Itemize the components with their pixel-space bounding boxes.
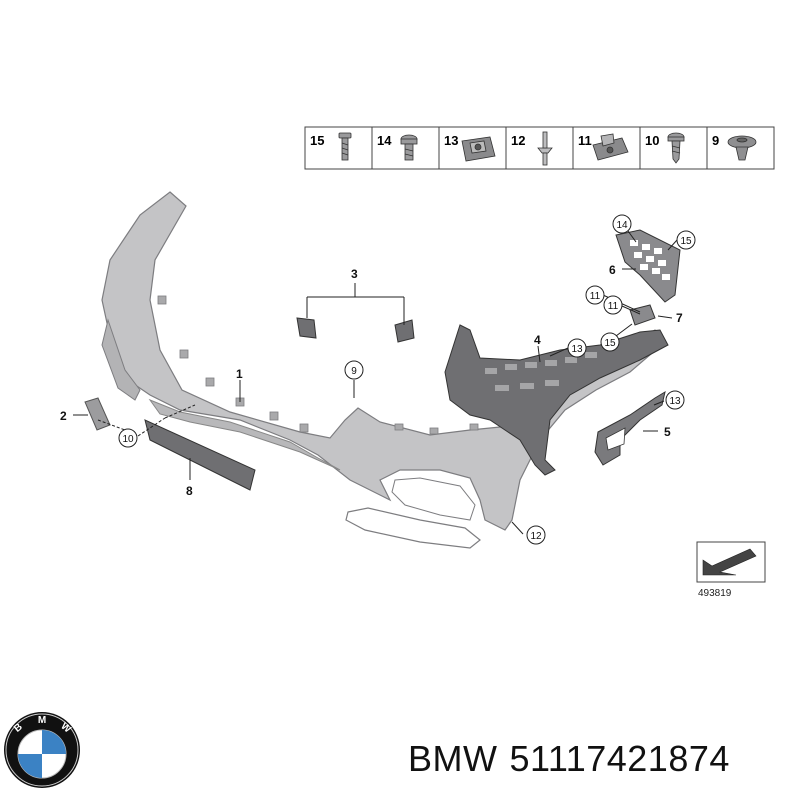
callout-11a: 11 (590, 291, 601, 302)
circled-callouts (118, 214, 696, 545)
legend-num-14: 14 (377, 133, 392, 148)
bolt-icon (400, 134, 418, 161)
expanding-rivet-icon (727, 135, 757, 161)
legend-num-9: 9 (712, 133, 719, 148)
callout-9: 9 (351, 366, 357, 377)
direction-arrow-icon (702, 548, 757, 576)
legend-num-11: 11 (578, 133, 592, 148)
callout-3: 3 (351, 267, 358, 281)
callout-15b: 15 (604, 338, 616, 349)
legend-num-15: 15 (310, 133, 324, 148)
brand-name: BMW (408, 738, 498, 779)
callout-1: 1 (236, 367, 243, 381)
legend-num-10: 10 (645, 133, 659, 148)
legend-num-13: 13 (444, 133, 458, 148)
callout-11b: 11 (608, 301, 619, 312)
rivet-icon (537, 131, 553, 166)
callout-4: 4 (534, 333, 541, 347)
part-caption: BMW 51117421874 (408, 738, 742, 780)
legend-num-12: 12 (511, 133, 525, 148)
callout-14: 14 (616, 220, 628, 231)
diagram-reference-box: 493819 (696, 541, 766, 599)
callout-labels: 1 2 3 4 5 6 7 8 (60, 263, 683, 498)
fastener-legend: 15 14 13 12 11 10 9 (304, 126, 775, 170)
small-holder (629, 304, 656, 326)
side-bracket-left (84, 397, 111, 431)
callout-7: 7 (676, 311, 683, 325)
callout-10: 10 (122, 434, 134, 445)
callout-2: 2 (60, 409, 67, 423)
corner-bracket-right (594, 390, 666, 466)
callout-5: 5 (664, 425, 671, 439)
bumper-carrier (444, 324, 669, 476)
license-plate-base (144, 419, 256, 491)
short-bolt-icon (338, 132, 352, 161)
mesh-bracket (615, 229, 681, 303)
screw-icon (667, 132, 685, 164)
bmw-logo: B M W (4, 712, 80, 788)
callout-13a: 13 (571, 344, 583, 355)
callout-8: 8 (186, 484, 193, 498)
logo-letter-m: M (38, 715, 46, 726)
callout-13b: 13 (669, 396, 681, 407)
mounting-bracket-pair (296, 317, 415, 343)
spring-nut-icon (592, 133, 629, 161)
part-number: 51117421874 (509, 738, 730, 779)
clip-nut-icon (461, 136, 496, 162)
callout-6: 6 (609, 263, 616, 277)
diagram-number: 493819 (698, 588, 732, 599)
callout-15a: 15 (680, 236, 692, 247)
callout-12: 12 (530, 531, 542, 542)
